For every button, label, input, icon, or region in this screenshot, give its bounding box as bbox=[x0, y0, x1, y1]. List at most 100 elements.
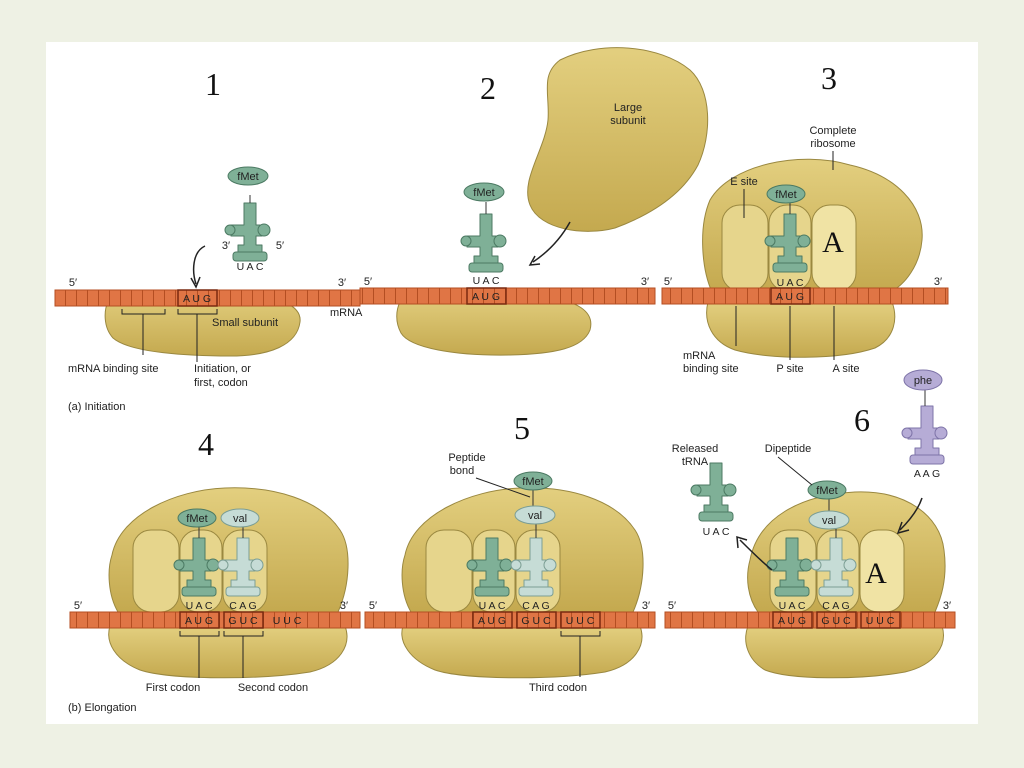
trna-val-p-site: C A G bbox=[810, 528, 857, 612]
fmet-amino-acid bbox=[766, 184, 806, 204]
svg-text:U U C: U U C bbox=[566, 615, 595, 627]
complete-ribosome-label-1: Complete bbox=[809, 125, 856, 137]
svg-text:U A C: U A C bbox=[779, 600, 806, 612]
fmet-amino-acid bbox=[807, 480, 847, 500]
svg-text:A U G: A U G bbox=[778, 615, 806, 627]
trna-fmet: fMet U A C bbox=[173, 508, 220, 612]
step-number-1: 1 bbox=[205, 66, 221, 102]
second-codon-label: Second codon bbox=[238, 682, 308, 694]
e-site-pocket bbox=[425, 529, 473, 613]
step-5-peptide-bond: 5 A U G G U C U U C 5′ 3′ U A C C A G fM… bbox=[364, 410, 656, 694]
entry-arrow bbox=[899, 497, 923, 531]
svg-text:G U C: G U C bbox=[228, 615, 258, 627]
peptide-bond-label-1: Peptide bbox=[448, 452, 485, 464]
svg-text:5′: 5′ bbox=[369, 600, 377, 612]
mrna-5-prime: 5′ bbox=[69, 277, 77, 289]
mrna-strand bbox=[661, 287, 949, 305]
svg-text:G U C: G U C bbox=[521, 615, 551, 627]
a-site-letter: A bbox=[822, 226, 844, 259]
svg-text:3′: 3′ bbox=[943, 600, 951, 612]
svg-text:val: val bbox=[822, 515, 836, 527]
mrna-label: mRNA bbox=[330, 307, 363, 319]
svg-text:U A C: U A C bbox=[473, 275, 500, 287]
binding-arrow bbox=[192, 245, 206, 285]
step-number-5: 5 bbox=[514, 410, 530, 446]
svg-text:5′: 5′ bbox=[664, 276, 672, 288]
trna-fmet-initiator: fMet U A C bbox=[460, 182, 507, 287]
step-number-6: 6 bbox=[854, 402, 870, 438]
caption-initiation: (a) Initiation bbox=[68, 401, 125, 413]
svg-text:C A G: C A G bbox=[822, 600, 849, 612]
svg-text:U U C: U U C bbox=[273, 615, 302, 627]
step-number-3: 3 bbox=[821, 60, 837, 96]
anticodon-uac: U A C bbox=[237, 261, 264, 273]
val-amino-acid bbox=[514, 505, 556, 525]
mrna-binding-site-label-2: binding site bbox=[683, 363, 739, 375]
start-codon-box bbox=[770, 287, 811, 305]
caption-elongation: (b) Elongation bbox=[68, 702, 137, 714]
anticodon-aag: A A G bbox=[914, 468, 940, 480]
svg-text:fMet: fMet bbox=[816, 485, 837, 497]
svg-text:A U G: A U G bbox=[478, 615, 506, 627]
codon-box-guc bbox=[223, 611, 264, 629]
large-subunit bbox=[527, 47, 709, 232]
complete-ribosome-label-2: ribosome bbox=[810, 138, 855, 150]
svg-text:val: val bbox=[233, 513, 247, 525]
step-2-large-subunit-approach: 2 Large subunit A U G 5′ 3′ fMet U A C bbox=[359, 47, 709, 356]
large-subunit-label-2: subunit bbox=[610, 115, 645, 127]
third-codon-label: Third codon bbox=[529, 682, 587, 694]
step-4-second-trna-binding: 4 A U G G U C U U C 5′ 3′ fMet U A C val… bbox=[68, 426, 361, 714]
mrna-3-prime: 3′ bbox=[338, 277, 346, 289]
val-amino-acid bbox=[808, 510, 850, 530]
svg-text:5′: 5′ bbox=[74, 600, 82, 612]
mrna-strand bbox=[664, 611, 956, 629]
svg-text:3′: 3′ bbox=[222, 240, 230, 252]
svg-text:U U C: U U C bbox=[866, 615, 895, 627]
step-3-complete-ribosome: 3 A A U G 5′ 3′ fMet U A C Complete ribo… bbox=[661, 60, 949, 375]
fmet-amino-acid bbox=[513, 471, 553, 491]
svg-text:fMet: fMet bbox=[775, 189, 796, 201]
step-6-translocation: 6 A A U G G U C U U C 5′ 3′ U A C C A G … bbox=[664, 369, 956, 679]
svg-text:C A G: C A G bbox=[522, 600, 549, 612]
svg-text:3′: 3′ bbox=[641, 276, 649, 288]
trna-e-site: U A C bbox=[766, 537, 813, 612]
mrna-strand bbox=[69, 611, 361, 629]
small-subunit bbox=[745, 625, 944, 679]
trna-val: val C A G bbox=[217, 508, 264, 612]
released-trna-label-1: Released bbox=[672, 443, 718, 455]
codon-box-aug bbox=[179, 611, 220, 629]
small-subunit bbox=[401, 625, 643, 679]
start-codon-box bbox=[466, 287, 507, 305]
initiation-codon-label-2: first, codon bbox=[194, 377, 248, 389]
small-subunit bbox=[108, 625, 348, 679]
phe-amino-acid bbox=[903, 369, 943, 391]
svg-text:3′: 3′ bbox=[642, 600, 650, 612]
svg-text:A U G: A U G bbox=[185, 615, 213, 627]
svg-text:phe: phe bbox=[914, 375, 932, 387]
trna-fmet-initiator: fMet U A C bbox=[764, 184, 811, 289]
svg-text:U A C: U A C bbox=[479, 600, 506, 612]
mrna-strand bbox=[359, 287, 656, 305]
peptide-bond-label-2: bond bbox=[450, 465, 474, 477]
svg-text:A U G: A U G bbox=[776, 291, 804, 303]
p-site-label: P site bbox=[776, 363, 803, 375]
svg-text:U A C: U A C bbox=[703, 526, 730, 538]
svg-text:5′: 5′ bbox=[364, 276, 372, 288]
mrna-binding-site-label: mRNA binding site bbox=[68, 363, 159, 375]
approach-arrow bbox=[532, 221, 571, 263]
small-subunit bbox=[706, 301, 896, 358]
svg-text:val: val bbox=[528, 510, 542, 522]
e-site-label: E site bbox=[730, 176, 758, 188]
trna-p-site: U A C bbox=[466, 537, 513, 612]
small-subunit-label: Small subunit bbox=[212, 317, 278, 329]
codon-box-uuc bbox=[560, 611, 601, 629]
step-number-2: 2 bbox=[480, 70, 496, 106]
svg-text:fMet: fMet bbox=[186, 513, 207, 525]
svg-text:C A G: C A G bbox=[229, 600, 256, 612]
svg-text:fMet: fMet bbox=[522, 476, 543, 488]
incoming-trna-phe: phe A A G bbox=[901, 369, 948, 480]
initiation-codon-label-1: Initiation, or bbox=[194, 363, 251, 375]
step-1-initiation: 1 A U G 5′ 3′ mRNA Small subunit fMet U … bbox=[54, 66, 363, 413]
